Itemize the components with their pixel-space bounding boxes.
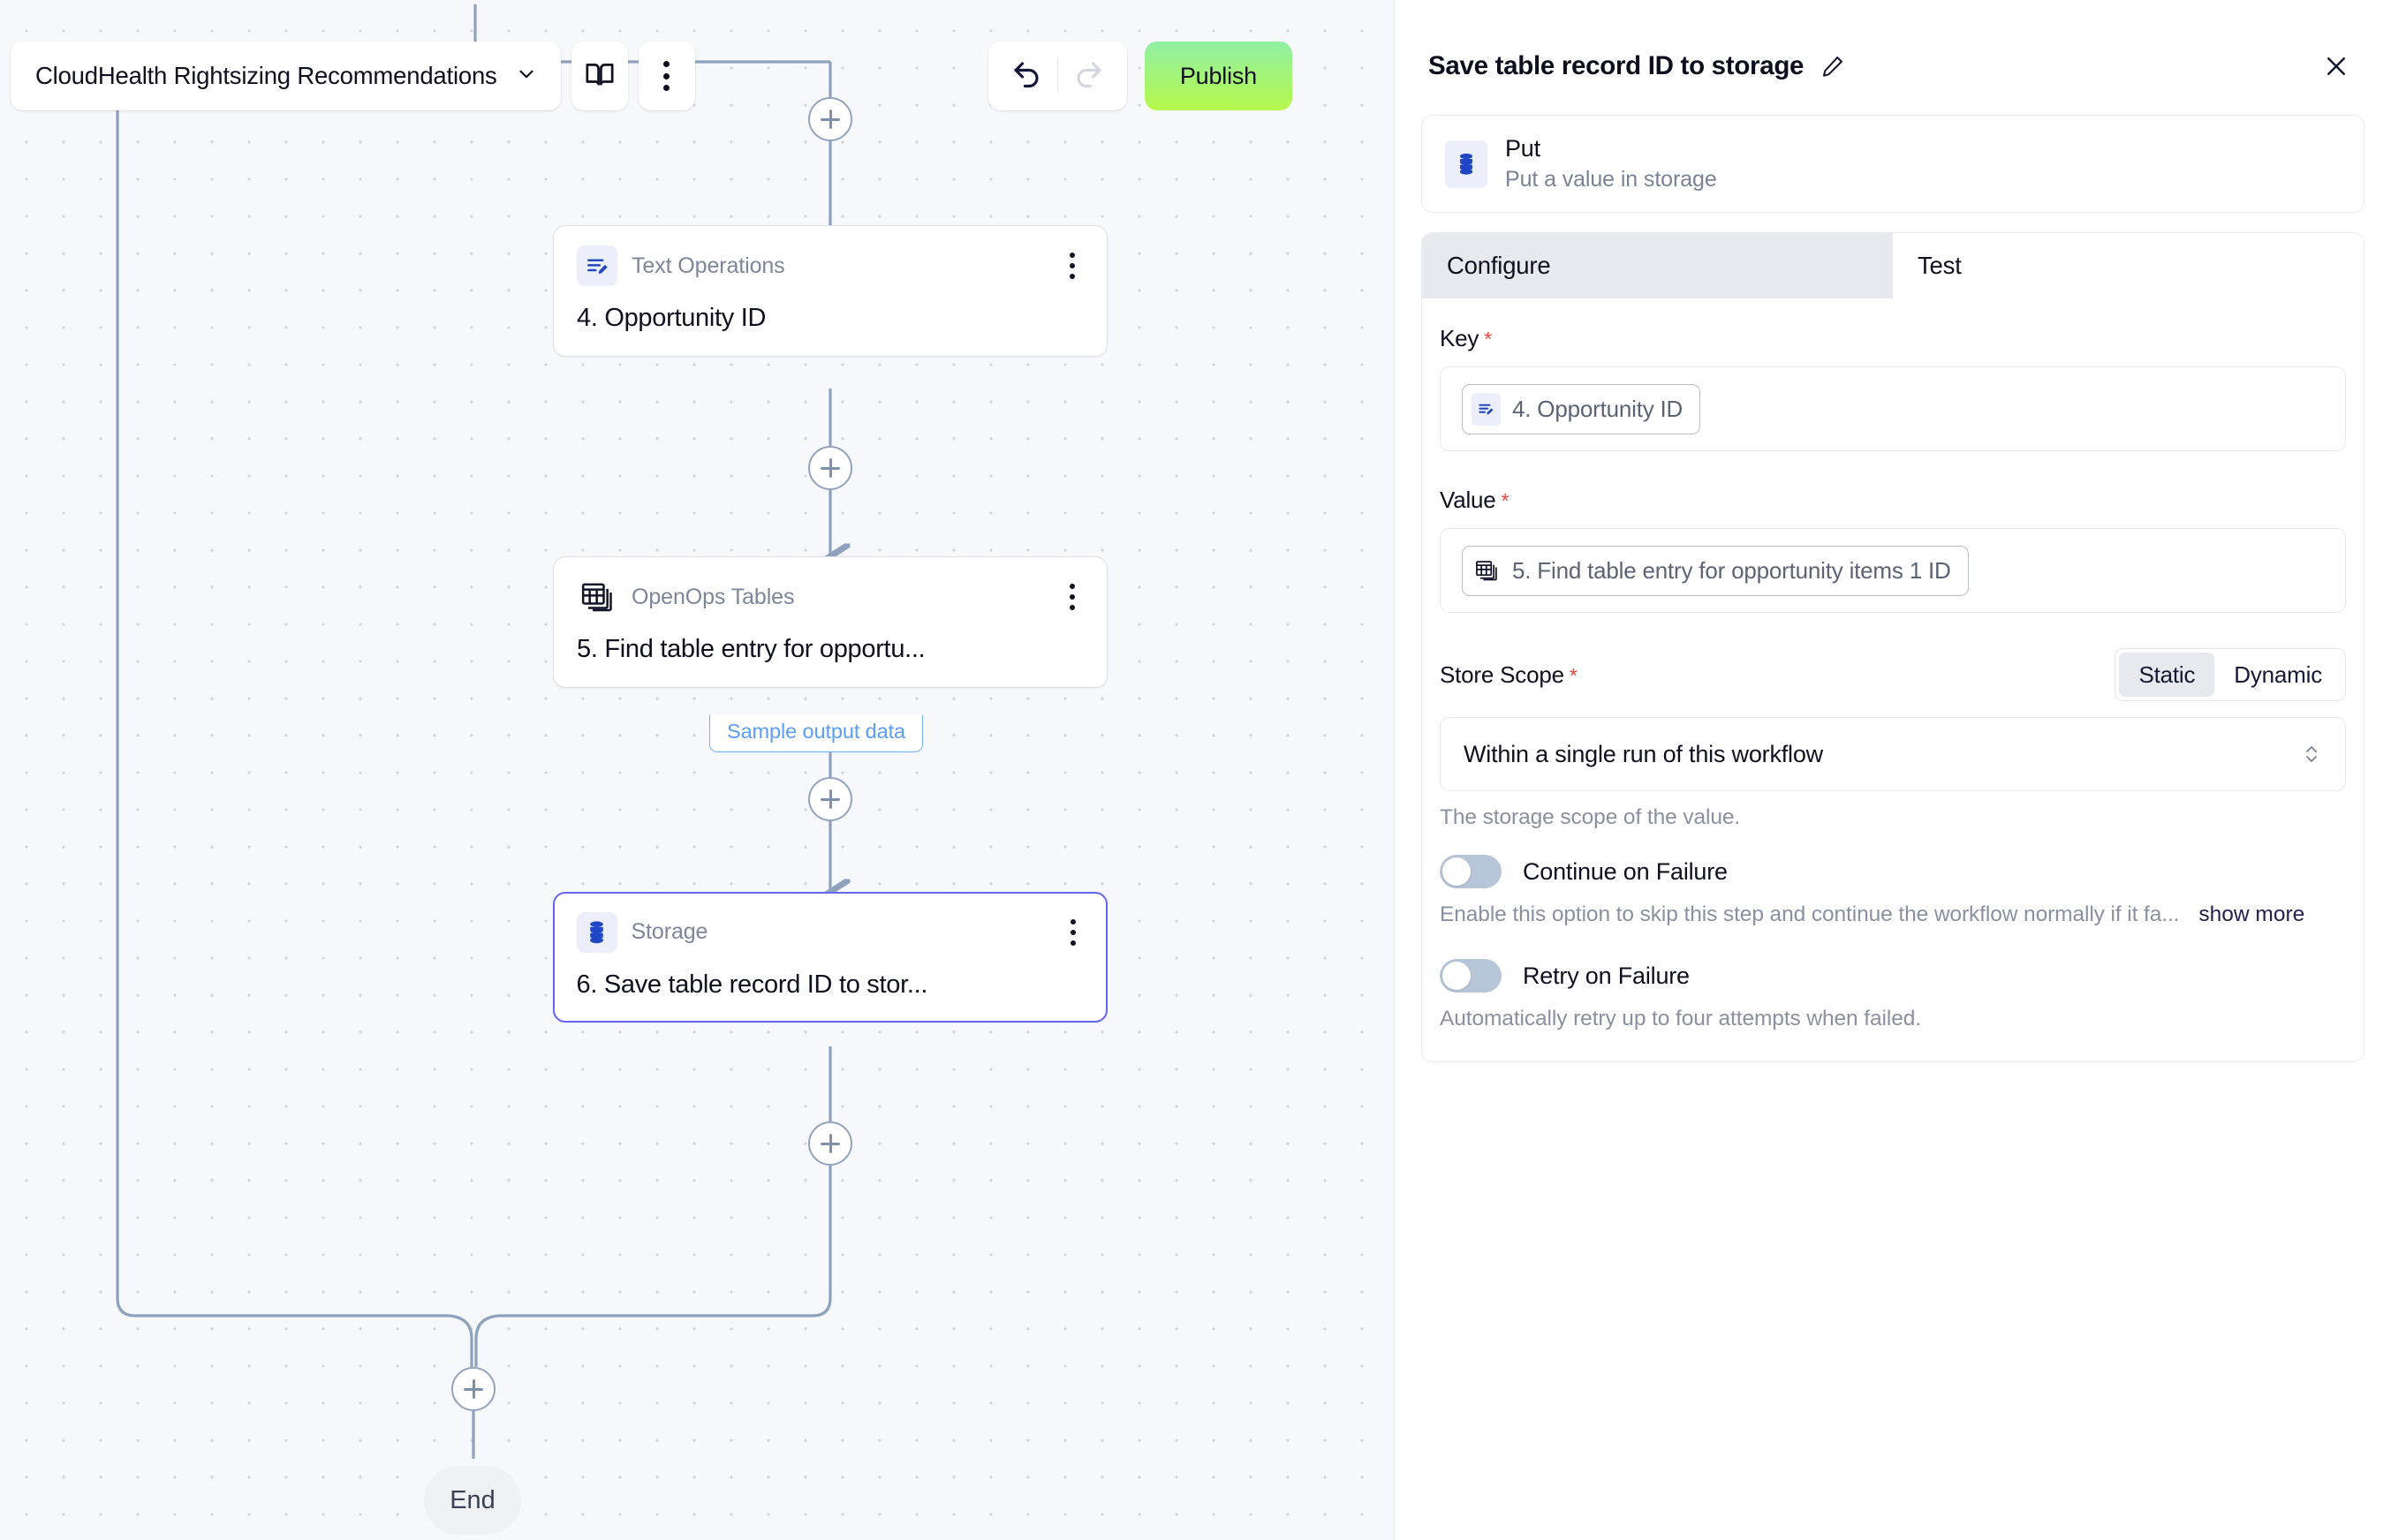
tab-test[interactable]: Test <box>1893 233 2364 298</box>
retry-on-failure-toggle[interactable] <box>1440 959 1502 993</box>
node-title: 6. Save table record ID to stor... <box>576 970 928 999</box>
table-stack-icon <box>1472 555 1501 587</box>
value-chip-label: 5. Find table entry for opportunity item… <box>1512 556 1951 584</box>
undo-redo-group <box>987 42 1127 110</box>
continue-on-failure-row: Continue on Failure <box>1440 855 2346 888</box>
more-vertical-icon <box>663 61 670 91</box>
piece-name: Put <box>1505 135 1540 162</box>
end-node: End <box>424 1466 521 1535</box>
node-vendor-label: Storage <box>631 919 708 944</box>
flow-node-text-operations[interactable]: Text Operations 4. Opportunity ID <box>553 225 1108 357</box>
panel-tabs: Configure Test <box>1422 233 2364 298</box>
text-edit-icon <box>1472 392 1501 426</box>
undo-arrow-icon <box>1010 58 1042 94</box>
panel-header: Save table record ID to storage <box>1421 46 2365 87</box>
toolbar-divider <box>1056 59 1058 93</box>
toggle-knob <box>1442 857 1471 886</box>
flow-name-label: CloudHealth Rightsizing Recommendations <box>35 62 497 89</box>
piece-summary-card[interactable]: Put Put a value in storage <box>1421 115 2365 213</box>
value-chip[interactable]: 5. Find table entry for opportunity item… <box>1462 545 1969 596</box>
retry-on-failure-description-row: Automatically retry up to four attempts … <box>1440 1007 2346 1031</box>
required-marker: * <box>1501 489 1510 512</box>
value-field-label: Value * <box>1440 487 2346 514</box>
canvas-toolbar-right: Publish <box>987 42 1292 110</box>
flow-node-openops-tables[interactable]: OpenOps Tables 5. Find table entry for o… <box>553 556 1108 688</box>
retry-on-failure-description: Automatically retry up to four attempts … <box>1440 1007 1921 1030</box>
table-stack-icon <box>577 577 617 617</box>
segment-static[interactable]: Static <box>2119 653 2215 697</box>
piece-description: Put a value in storage <box>1505 167 1717 192</box>
add-step-button-top[interactable] <box>808 97 852 141</box>
form-body: Key * 4. Opportunity ID <box>1422 298 2364 1061</box>
store-scope-label-text: Store Scope <box>1440 661 1564 688</box>
piece-text-block: Put Put a value in storage <box>1505 135 1717 192</box>
value-label-text: Value <box>1440 487 1496 513</box>
static-dynamic-toggle: Static Dynamic <box>2115 648 2346 701</box>
key-input[interactable]: 4. Opportunity ID <box>1440 366 2346 451</box>
key-field-label: Key * <box>1440 325 2346 352</box>
chevron-down-icon <box>515 63 538 90</box>
continue-on-failure-label: Continue on Failure <box>1523 857 1728 885</box>
continue-on-failure-description-row: Enable this option to skip this step and… <box>1440 902 2346 927</box>
docs-button[interactable] <box>571 42 628 110</box>
undo-button[interactable] <box>995 45 1057 107</box>
text-edit-icon <box>577 245 617 286</box>
key-label-text: Key <box>1440 325 1479 351</box>
add-step-button-1[interactable] <box>808 446 852 490</box>
store-scope-selected-value: Within a single run of this workflow <box>1464 740 1823 767</box>
node-header: Storage <box>576 911 1085 953</box>
node-more-icon[interactable] <box>1061 247 1084 284</box>
store-scope-row: Store Scope * Static Dynamic <box>1440 648 2346 701</box>
store-scope-field-label: Store Scope * <box>1440 661 1578 689</box>
retry-on-failure-label: Retry on Failure <box>1523 962 1690 989</box>
toggle-knob <box>1442 962 1471 990</box>
node-vendor-label: OpenOps Tables <box>632 584 795 609</box>
redo-arrow-icon <box>1073 58 1105 94</box>
canvas-toolbar-left: CloudHealth Rightsizing Recommendations <box>11 42 695 110</box>
flow-node-storage[interactable]: Storage 6. Save table record ID to stor.… <box>553 892 1108 1023</box>
database-icon <box>576 911 617 953</box>
key-chip-label: 4. Opportunity ID <box>1512 395 1684 422</box>
close-icon[interactable] <box>2317 47 2356 86</box>
step-settings-panel: Save table record ID to storage <box>1394 0 2391 1540</box>
configure-form-card: Configure Test Key * <box>1421 232 2365 1062</box>
node-header: OpenOps Tables <box>577 577 1084 617</box>
value-input[interactable]: 5. Find table entry for opportunity item… <box>1440 528 2346 613</box>
key-chip[interactable]: 4. Opportunity ID <box>1462 383 1701 434</box>
node-header: Text Operations <box>577 245 1084 286</box>
segment-dynamic[interactable]: Dynamic <box>2234 661 2322 688</box>
store-scope-hint: The storage scope of the value. <box>1440 805 1741 829</box>
flow-canvas[interactable]: CloudHealth Rightsizing Recommendations <box>0 0 1394 1540</box>
continue-on-failure-description: Enable this option to skip this step and… <box>1440 902 2180 926</box>
node-title: 4. Opportunity ID <box>577 304 767 332</box>
retry-on-failure-row: Retry on Failure <box>1440 959 2346 993</box>
add-step-button-end[interactable] <box>451 1367 496 1411</box>
required-marker: * <box>1484 328 1492 351</box>
flow-name-selector[interactable]: CloudHealth Rightsizing Recommendations <box>11 42 561 110</box>
node-title: 5. Find table entry for opportu... <box>577 635 926 663</box>
node-vendor-label: Text Operations <box>632 253 785 278</box>
database-icon <box>1445 140 1487 188</box>
publish-button[interactable]: Publish <box>1144 42 1292 110</box>
required-marker: * <box>1569 663 1578 687</box>
panel-title: Save table record ID to storage <box>1428 51 1805 80</box>
sample-output-data-badge[interactable]: Sample output data <box>709 715 924 752</box>
add-step-button-3[interactable] <box>808 1121 852 1166</box>
chevron-up-down-icon <box>2301 741 2322 767</box>
redo-button[interactable] <box>1058 45 1120 107</box>
node-more-icon[interactable] <box>1061 578 1084 615</box>
continue-on-failure-toggle[interactable] <box>1440 855 1502 888</box>
tab-configure[interactable]: Configure <box>1422 233 1893 298</box>
node-more-icon[interactable] <box>1062 914 1085 951</box>
show-more-link[interactable]: show more <box>2198 902 2305 926</box>
pencil-icon[interactable] <box>1818 51 1848 81</box>
canvas-more-button[interactable] <box>638 42 695 110</box>
add-step-button-2[interactable] <box>808 777 852 821</box>
store-scope-select[interactable]: Within a single run of this workflow <box>1440 717 2346 791</box>
book-icon <box>585 59 615 94</box>
